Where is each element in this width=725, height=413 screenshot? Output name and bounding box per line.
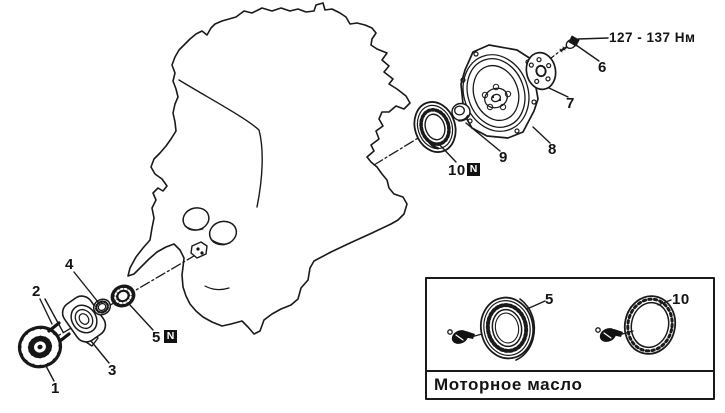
- flywheel-part-8: [460, 44, 539, 139]
- inset-box: [425, 277, 715, 400]
- callout-8: 8: [548, 141, 557, 158]
- callout-1: 1: [51, 380, 60, 397]
- inset-callout-5: 5: [545, 291, 554, 308]
- woodruff-keys-part-2: [47, 321, 71, 343]
- inset-caption: Моторное масло: [434, 375, 583, 394]
- spacer-ring-part-4: [92, 298, 112, 316]
- engine-block-outline: [127, 2, 411, 335]
- crank-sprocket-part-1: [17, 325, 63, 369]
- rear-oil-seal-part-10: [413, 101, 457, 153]
- leader-lines: [39, 37, 609, 382]
- oil-tube-icon: [595, 327, 634, 342]
- flywheel-bolt-part-6: [559, 35, 580, 53]
- callout-10-new-badge: N: [467, 163, 480, 176]
- torque-spec-label: 127 - 137 Нм: [609, 30, 696, 45]
- callout-2: 2: [32, 283, 41, 300]
- callout-9: 9: [499, 149, 508, 166]
- inset-seal-5: [479, 296, 535, 360]
- engine-face-edge: [178, 79, 263, 208]
- callout-5-new-badge: N: [164, 330, 177, 343]
- engine-bosses: [182, 207, 238, 246]
- engine-sump-line: [204, 285, 230, 291]
- callout-5: 5: [152, 329, 161, 346]
- callout-10: 10: [448, 162, 466, 179]
- callout-3: 3: [108, 362, 117, 379]
- callout-4: 4: [65, 256, 74, 273]
- inset-leader-10: [657, 299, 672, 306]
- pilot-bushing-part-9: [451, 102, 471, 122]
- inset-callout-10: 10: [672, 291, 690, 308]
- crank-snout-fitting: [190, 241, 208, 259]
- front-oil-seal-part-5: [110, 284, 136, 308]
- oil-tube-icon: [447, 329, 483, 344]
- callout-7: 7: [566, 95, 575, 112]
- callout-6: 6: [598, 59, 607, 76]
- inset-seal-10: [623, 295, 677, 355]
- inset-leader-5: [526, 300, 546, 310]
- washer-plate-part-7: [525, 51, 557, 91]
